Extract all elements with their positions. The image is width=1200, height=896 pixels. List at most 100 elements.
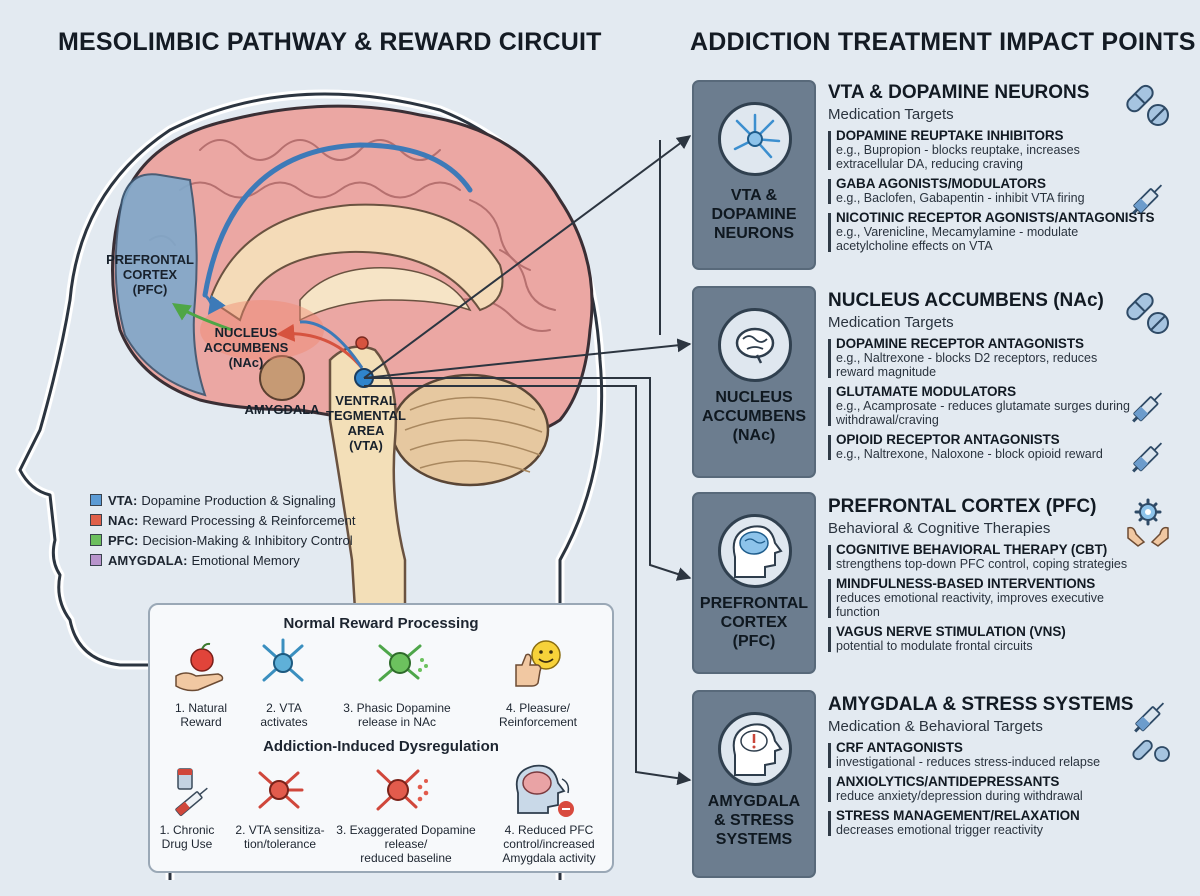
legend-text: Emotional Memory [191,552,300,568]
exaggerated-dopamine-icon [376,769,429,811]
panel-pfc-label: PREFRONTAL CORTEX (PFC) [699,595,809,650]
addiction-step-label: 2. VTA sensitiza- tion/tolerance [235,823,325,851]
item-name: DOPAMINE RECEPTOR ANTAGONISTS [836,336,1084,351]
target-item: VAGUS NERVE STIMULATION (VNS) potential … [828,624,1178,653]
item-desc: reduce anxiety/depression during withdra… [836,789,1083,803]
legend-swatch-amygdala [90,554,102,566]
normal-process-title: Normal Reward Processing [283,615,479,632]
target-subtitle: Medication Targets [828,106,954,123]
target-subtitle: Behavioral & Cognitive Therapies [828,520,1051,537]
item-desc: potential to modulate frontal circuits [836,639,1033,653]
normal-step-label: 2. VTA activates [260,701,308,729]
item-desc: decreases emotional trigger reactivity [836,823,1044,837]
target-title: AMYGDALA & STRESS SYSTEMS [828,694,1134,715]
target-item: DOPAMINE REUPTAKE INHIBITORS e.g., Bupro… [828,128,1178,171]
panel-pfc: PREFRONTAL CORTEX (PFC) [692,492,816,674]
item-name: OPIOID RECEPTOR ANTAGONISTS [836,432,1060,447]
amygdala-region [259,355,305,401]
legend-item-nac: NAc: Reward Processing & Reinforcement [90,510,356,530]
target-item: DOPAMINE RECEPTOR ANTAGONISTS e.g., Nalt… [828,336,1178,379]
item-name: CRF ANTAGONISTS [836,740,963,755]
panel-amygdala-icon-circle [718,712,792,786]
right-title: ADDICTION TREATMENT IMPACT POINTS [690,28,1196,56]
item-name: COGNITIVE BEHAVIORAL THERAPY (CBT) [836,542,1108,557]
target-subtitle: Medication & Behavioral Targets [828,718,1043,735]
syringe-pills-icon [1132,702,1170,762]
legend-text: Decision-Making & Inhibitory Control [142,532,353,548]
target-title: VTA & DOPAMINE NEURONS [828,82,1090,103]
left-title: MESOLIMBIC PATHWAY & REWARD CIRCUIT [58,28,602,56]
target-block-amygdala: AMYGDALA & STRESS SYSTEMS Medication & B… [828,694,1178,837]
legend-swatch-pfc [90,534,102,546]
reduced-pfc-head-icon [515,764,574,817]
syringe-icon [1132,442,1163,473]
legend-text: Reward Processing & Reinforcement [142,512,356,528]
panel-pfc-icon-circle [718,514,792,588]
pills-icon [1126,292,1169,334]
legend-item-amygdala: AMYGDALA: Emotional Memory [90,550,356,570]
pills-icon [1126,84,1169,126]
label-nac: NUCLEUS ACCUMBENS (NAc) [203,325,289,370]
label-vta: VENTRAL TEGMENTAL AREA (VTA) [326,393,406,453]
normal-step-label: 1. Natural Reward [174,701,228,729]
target-item: OPIOID RECEPTOR ANTAGONISTS e.g., Naltre… [828,432,1178,461]
target-item: NICOTINIC RECEPTOR AGONISTS/ANTAGONISTS … [828,210,1178,253]
target-block-nac: NUCLEUS ACCUMBENS (NAc) Medication Targe… [828,290,1178,461]
legend-item-pfc: PFC: Decision-Making & Inhibitory Contro… [90,530,356,550]
legend-item-vta: VTA: Dopamine Production & Signaling [90,490,356,510]
target-block-pfc: PREFRONTAL CORTEX (PFC) Behavioral & Cog… [828,496,1178,653]
target-item: STRESS MANAGEMENT/RELAXATION decreases e… [828,808,1178,837]
panel-vta-label: VTA & DOPAMINE NEURONS [711,187,797,242]
sensitized-neuron-icon [258,771,304,809]
addiction-step-label: 3. Exaggerated Dopamine release/ reduced… [336,823,476,865]
target-title: NUCLEUS ACCUMBENS (NAc) [828,290,1104,311]
legend-key: VTA: [108,492,138,508]
dopamine-release-icon [378,644,428,682]
neuron-icon [733,113,781,159]
item-name: GLUTAMATE MODULATORS [836,384,1016,399]
legend-key: AMYGDALA: [108,552,188,568]
item-name: NICOTINIC RECEPTOR AGONISTS/ANTAGONISTS [836,210,1155,225]
item-name: DOPAMINE REUPTAKE INHIBITORS [836,128,1064,143]
legend-swatch-nac [90,514,102,526]
vta-neuron-icon [262,638,304,682]
smiley-thumbs-up-icon [515,640,561,687]
label-pfc: PREFRONTAL CORTEX (PFC) [106,252,194,297]
item-name: STRESS MANAGEMENT/RELAXATION [836,808,1080,823]
item-name: MINDFULNESS-BASED INTERVENTIONS [836,576,1096,591]
addiction-step-label: 1. Chronic Drug Use [159,823,215,851]
target-title: PREFRONTAL CORTEX (PFC) [828,496,1097,517]
cerebellum [390,373,550,487]
item-desc: e.g., Acamprosate - reduces glutamate su… [836,399,1130,427]
pfc-region [114,173,207,397]
panel-nac-icon-circle [718,308,792,382]
item-name: GABA AGONISTS/MODULATORS [836,176,1046,191]
normal-step-label: 3. Phasic Dopamine release in NAc [343,701,451,729]
reward-process-box: Normal Reward Processing 1. Natural Rewa… [148,603,614,873]
stress-head-icon [732,723,783,776]
target-item: CRF ANTAGONISTS investigational - reduce… [828,740,1178,769]
item-desc: e.g., Bupropion - blocks reuptake, incre… [836,143,1080,171]
label-amygdala: AMYGDALA [244,402,320,417]
item-desc: e.g., Naltrexone, Naloxone - block opioi… [836,447,1103,461]
item-desc: strengthens top-down PFC control, coping… [836,557,1128,571]
syringe-icon [1132,392,1163,423]
target-block-vta: VTA & DOPAMINE NEURONS Medication Target… [828,82,1178,253]
panel-vta-icon-circle [718,102,792,176]
syringe-vial-icon [175,768,208,816]
legend: VTA: Dopamine Production & Signaling NAc… [90,490,356,570]
item-desc: e.g., Naltrexone - blocks D2 receptors, … [836,351,1098,379]
legend-text: Dopamine Production & Signaling [141,492,336,508]
panel-amygdala-label: AMYGDALA & STRESS SYSTEMS [707,793,801,848]
brainstem [328,345,407,612]
addiction-step-label: 4. Reduced PFC control/increased Amygdal… [502,823,596,865]
target-item: GABA AGONISTS/MODULATORS e.g., Baclofen,… [828,176,1178,205]
target-item: ANXIOLYTICS/ANTIDEPRESSANTS reduce anxie… [828,774,1178,803]
nac-region [200,300,324,360]
panel-amygdala: AMYGDALA & STRESS SYSTEMS [692,690,816,878]
item-name: VAGUS NERVE STIMULATION (VNS) [836,624,1066,639]
head-brain-icon [732,525,783,578]
item-desc: investigational - reduces stress-induced… [836,755,1101,769]
target-item: MINDFULNESS-BASED INTERVENTIONS reduces … [828,576,1178,619]
target-item: GLUTAMATE MODULATORS e.g., Acamprosate -… [828,384,1178,427]
